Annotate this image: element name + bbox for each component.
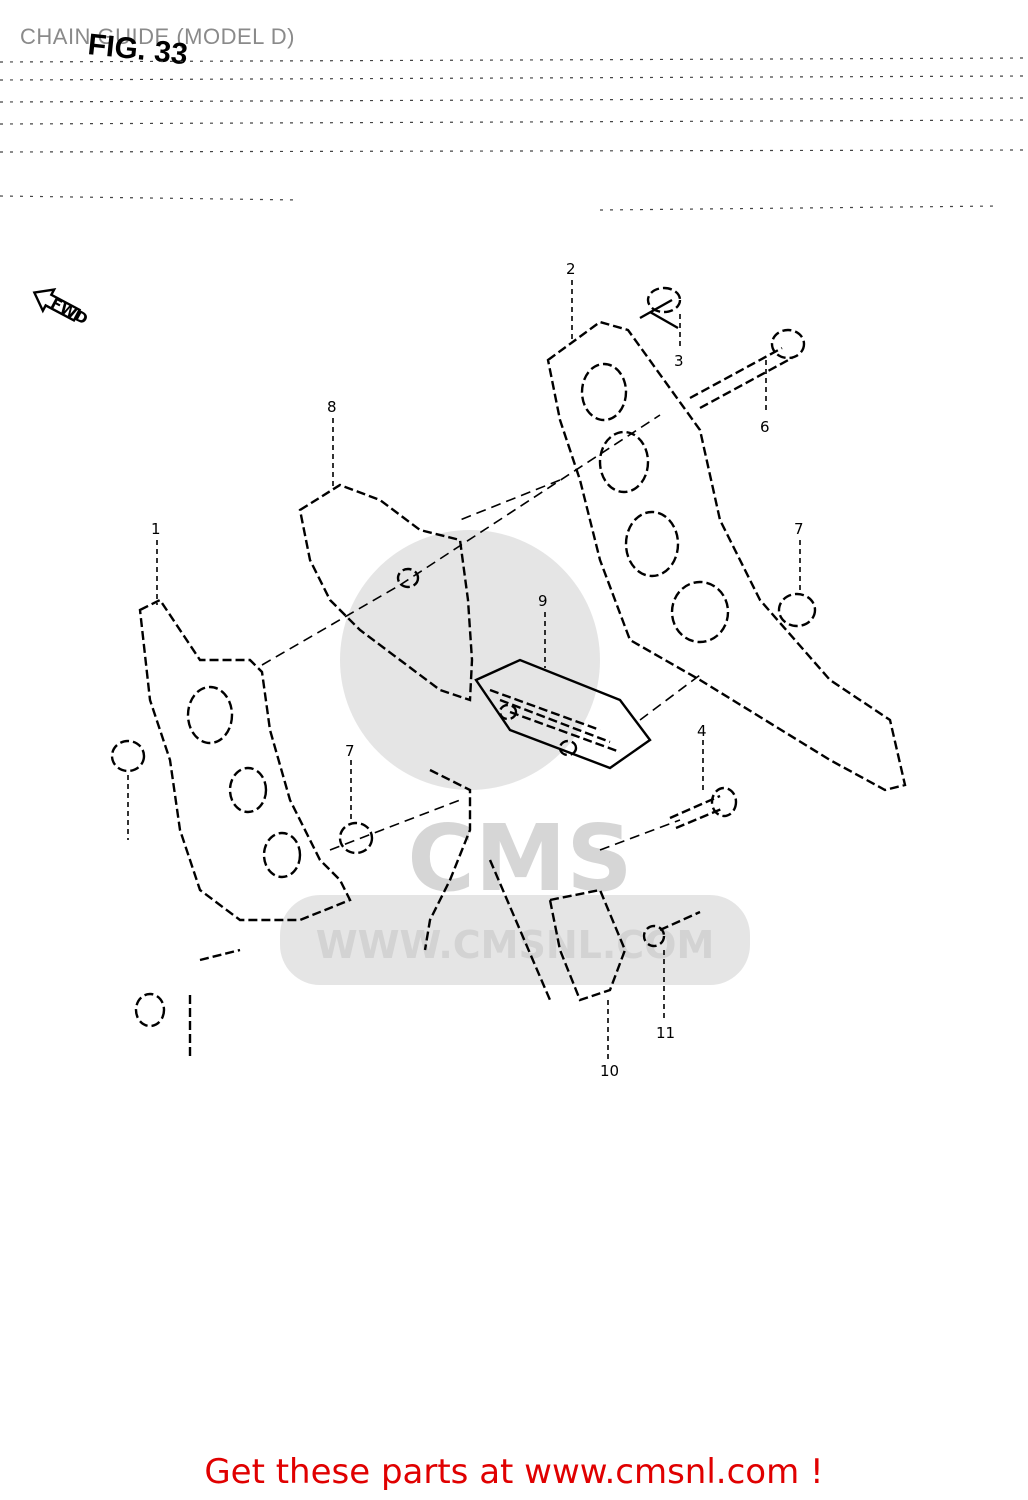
part-6-bolt [689,328,806,410]
fwd-label: FWD [48,294,91,328]
part-3-bolt [639,286,682,330]
part-2-guide-plate [546,320,907,792]
callout-9: 9 [538,592,548,610]
callout-10: 10 [600,1062,619,1080]
part-8-guide [298,483,474,702]
callout-11: 11 [656,1024,675,1042]
assembly-lines [261,414,701,851]
watermark: CMS WWW.CMSNL.COM [280,530,750,985]
leader-lines [127,280,801,1060]
callout-8: 8 [327,398,337,416]
part-9-block [474,658,652,770]
callout-numbers: 2 3 6 7 8 9 1 7 4 10 11 [151,260,804,1080]
washer-left [110,739,146,773]
callout-6: 6 [760,418,770,436]
scan-noise [0,57,1028,211]
part-4-bolt [669,786,738,830]
part-1-guard-plate [138,598,352,922]
diagram-caption: CHAIN GUIDE (MODEL D) [20,24,295,49]
callout-4: 4 [697,722,707,740]
watermark-banner [280,895,750,985]
callout-2: 2 [566,260,576,278]
watermark-logo-circle [340,530,600,790]
part-7-nut-left [338,821,374,855]
forward-arrow-icon: FWD [32,287,91,328]
frame-section [134,768,701,1060]
callout-1: 1 [151,520,161,538]
part-7-nut-right [777,592,817,628]
callout-3: 3 [674,352,684,370]
footer-link-text: Get these parts at www.cmsnl.com ! [204,1452,824,1492]
callout-7-right: 7 [794,520,804,538]
callout-7-left: 7 [345,742,355,760]
watermark-logo-text: CMS [407,805,632,912]
